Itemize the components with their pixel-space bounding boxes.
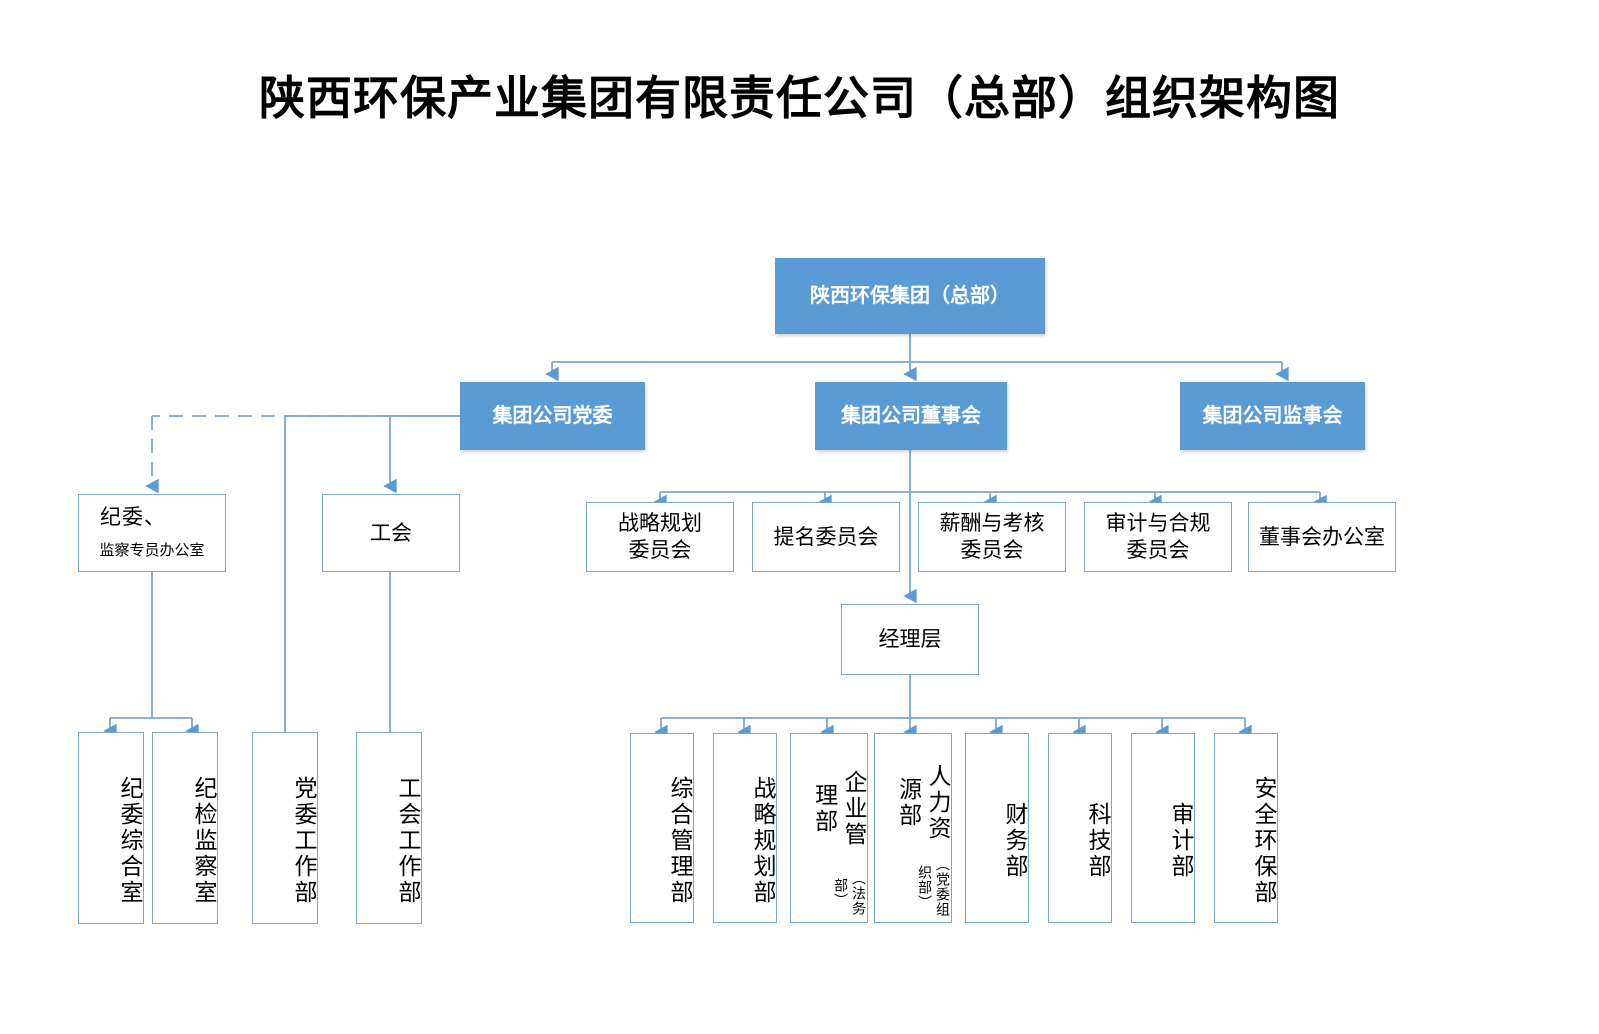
node-party-committee-label: 集团公司党委 <box>492 403 613 428</box>
node-committee-strategy-line1: 战略规划 <box>618 511 702 536</box>
node-committee-nomination-line1: 提名委员会 <box>773 524 879 549</box>
node-party-committee[interactable]: 集团公司党委 <box>460 382 645 450</box>
node-discipline-line1: 纪委、 <box>100 504 166 529</box>
node-dept-jijian-jiancha[interactable]: 纪检监察室 <box>152 732 218 924</box>
node-discipline-line2: 监察专员办公室 <box>99 540 205 559</box>
node-root-label: 陕西环保集团（总部） <box>810 283 1010 308</box>
node-committee-board-office[interactable]: 董事会办公室 <box>1248 502 1396 572</box>
node-committee-compensation[interactable]: 薪酬与考核 委员会 <box>918 502 1066 572</box>
node-dept-party-work-label: 党委工作部 <box>290 776 316 906</box>
node-dept-safety-environment[interactable]: 安全环保部 <box>1214 733 1278 923</box>
node-dept-general-management[interactable]: 综合管理部 <box>630 733 694 923</box>
node-dept-human-resources-label: 人力资源部 <box>894 764 950 843</box>
node-board-of-directors[interactable]: 集团公司董事会 <box>815 382 1007 450</box>
node-dept-enterprise-management[interactable]: 企业管理部 （法务部） <box>790 733 868 923</box>
node-board-of-supervisors-label: 集团公司监事会 <box>1202 403 1343 428</box>
node-dept-union-work[interactable]: 工会工作部 <box>356 732 422 924</box>
node-board-of-directors-label: 集团公司董事会 <box>841 403 981 428</box>
node-dept-technology-label: 科技部 <box>1084 802 1110 880</box>
node-dept-jijian-jiancha-label: 纪检监察室 <box>190 776 216 906</box>
node-dept-finance[interactable]: 财务部 <box>965 733 1029 923</box>
node-root[interactable]: 陕西环保集团（总部） <box>775 258 1045 334</box>
node-dept-jiwei-zonghe-label: 纪委综合室 <box>116 776 142 906</box>
node-dept-enterprise-management-sub: （法务部） <box>832 870 866 916</box>
node-committee-audit-line1: 审计与合规 <box>1105 511 1211 536</box>
node-dept-audit[interactable]: 审计部 <box>1131 733 1195 923</box>
node-committee-board-office-line1: 董事会办公室 <box>1259 524 1385 549</box>
node-committee-audit-line2: 委员会 <box>1126 538 1190 562</box>
node-dept-strategic-planning[interactable]: 战略规划部 <box>713 733 777 923</box>
node-management-layer[interactable]: 经理层 <box>841 604 979 675</box>
node-committee-strategy-line2: 委员会 <box>628 538 692 562</box>
node-committee-compensation-line2: 委员会 <box>960 538 1024 562</box>
node-discipline-inspection[interactable]: 纪委、 监察专员办公室 <box>78 494 226 572</box>
node-dept-strategic-planning-label: 战略规划部 <box>749 776 775 906</box>
node-union-label: 工会 <box>370 520 412 545</box>
node-committee-compensation-line1: 薪酬与考核 <box>939 511 1045 536</box>
node-dept-human-resources[interactable]: 人力资源部 （党委组织部） <box>874 733 952 923</box>
node-committee-nomination[interactable]: 提名委员会 <box>752 502 900 572</box>
node-dept-safety-environment-label: 安全环保部 <box>1250 776 1276 906</box>
node-committee-strategy[interactable]: 战略规划 委员会 <box>586 502 734 572</box>
node-dept-general-management-label: 综合管理部 <box>666 776 692 906</box>
node-dept-human-resources-sub: （党委组织部） <box>916 857 950 918</box>
node-dept-jiwei-zonghe[interactable]: 纪委综合室 <box>78 732 144 924</box>
node-dept-enterprise-management-label: 企业管理部 <box>810 770 866 849</box>
node-dept-finance-label: 财务部 <box>1001 802 1027 880</box>
node-dept-party-work[interactable]: 党委工作部 <box>252 732 318 924</box>
page-title: 陕西环保产业集团有限责任公司（总部）组织架构图 <box>259 71 1340 125</box>
node-dept-union-work-label: 工会工作部 <box>394 776 420 906</box>
node-dept-technology[interactable]: 科技部 <box>1048 733 1112 923</box>
node-dept-audit-label: 审计部 <box>1167 802 1193 880</box>
node-committee-audit-compliance[interactable]: 审计与合规 委员会 <box>1084 502 1232 572</box>
node-board-of-supervisors[interactable]: 集团公司监事会 <box>1180 382 1365 450</box>
node-management-layer-label: 经理层 <box>878 627 942 652</box>
node-union[interactable]: 工会 <box>322 494 460 572</box>
